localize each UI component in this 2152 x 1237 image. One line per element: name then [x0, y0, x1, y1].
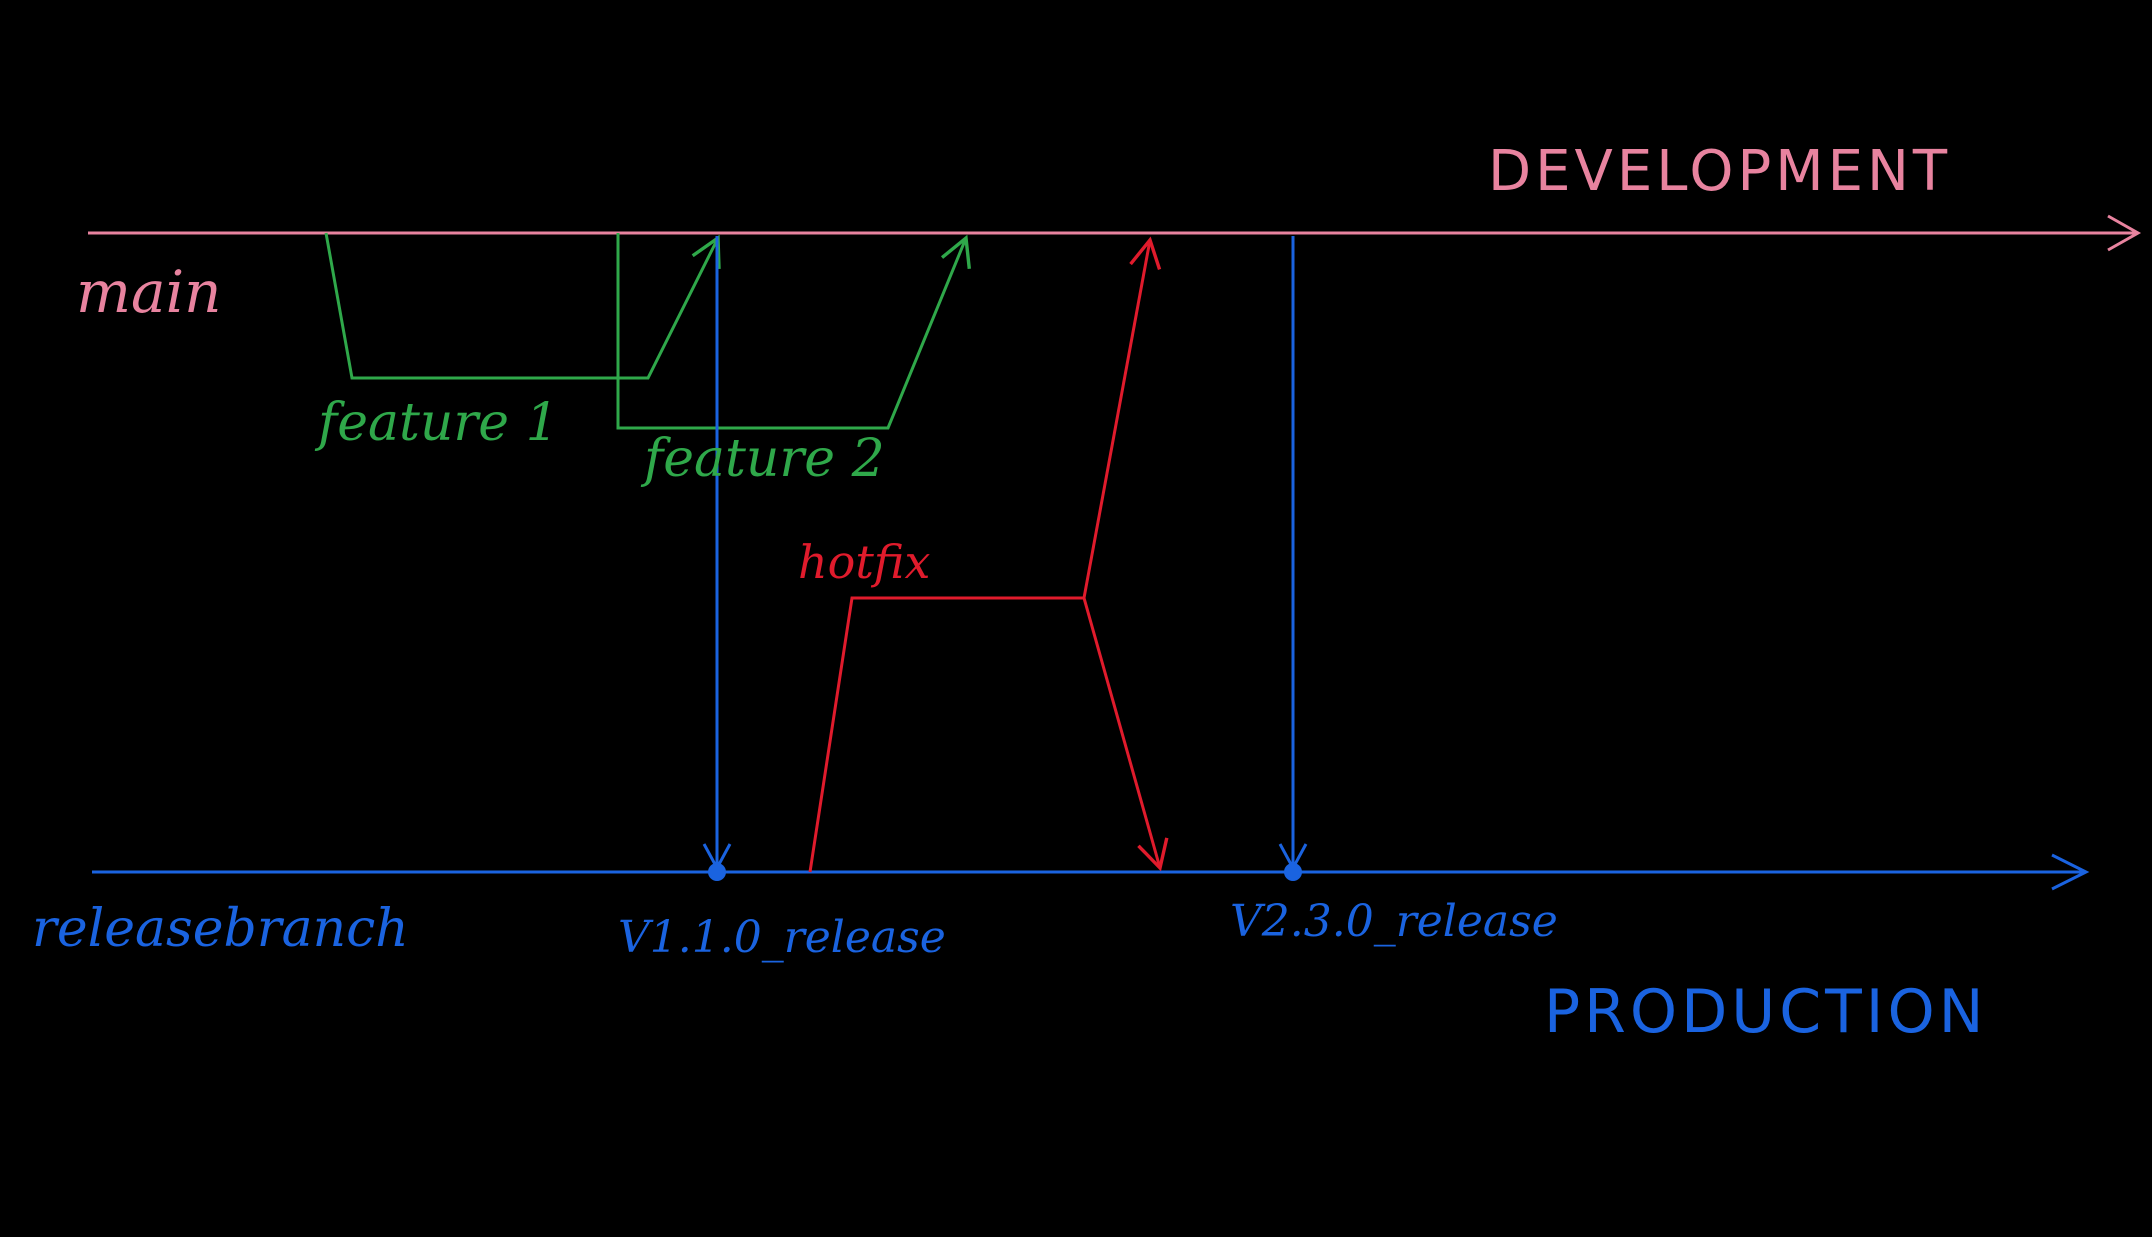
- feature1-branch-path: [324, 232, 721, 380]
- development-label: DEVELOPMENT: [1488, 139, 1951, 204]
- releasebranch-label: releasebranch: [32, 899, 409, 959]
- release-tag-dot-v230: [1284, 863, 1302, 881]
- main-branch-arrowhead: [2107, 214, 2142, 252]
- v110-release-label: V1.1.0_release: [618, 912, 946, 963]
- hotfix-merge-to-main: [1082, 236, 1162, 599]
- feature2-branch-path: [616, 233, 971, 430]
- hotfix-merge-to-release: [1082, 597, 1169, 872]
- hotfix-branch-path: [808, 596, 1084, 873]
- hotfix-label: hotfix: [798, 535, 930, 589]
- production-label: PRODUCTION: [1544, 977, 1988, 1047]
- main-label: main: [76, 258, 221, 326]
- feature2-label: feature 2: [640, 429, 885, 489]
- release-branch-arrowhead: [2051, 853, 2090, 891]
- feature1-label: feature 1: [314, 393, 559, 453]
- v230-release-label: V2.3.0_release: [1230, 896, 1558, 947]
- release-tag-dot-v110: [708, 863, 726, 881]
